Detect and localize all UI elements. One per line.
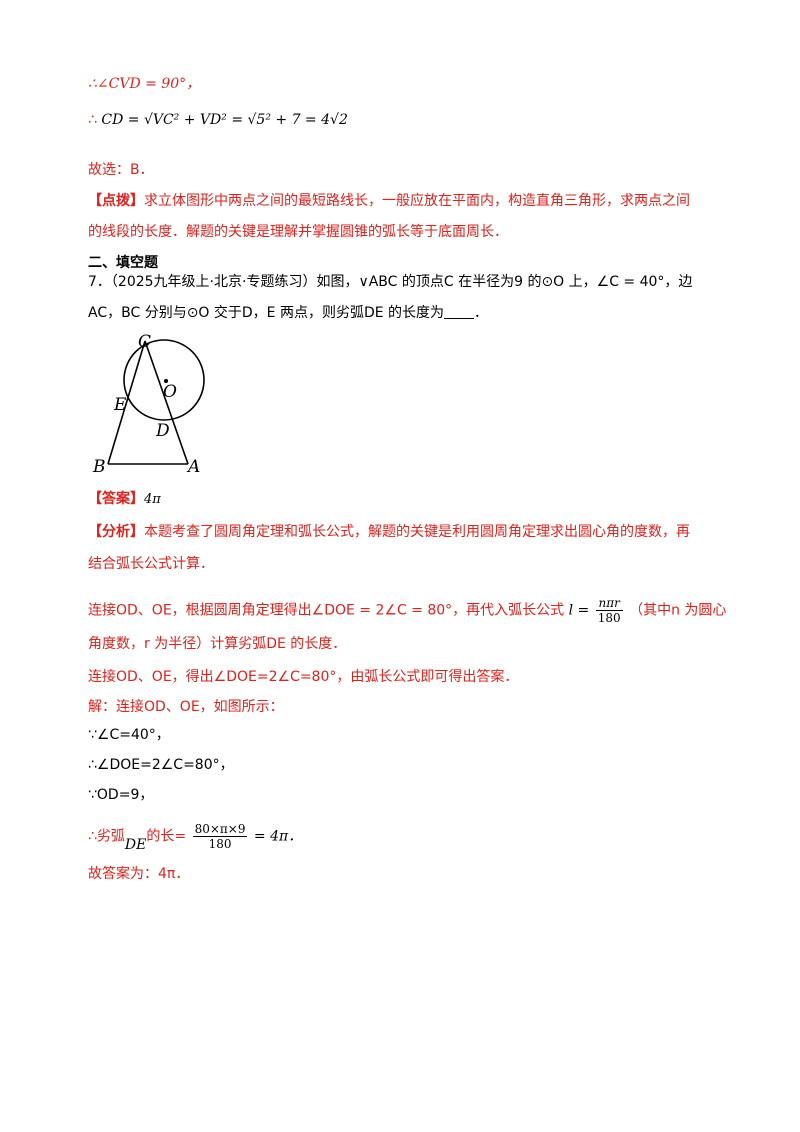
solution-line-5: ∴劣弧DE的长= 80×π×9 180 = 4π． (88, 822, 303, 853)
circle-o (123, 339, 205, 421)
tip-line-1: 【点拨】求立体图形中两点之间的最短路线长，一般应放在平面内，构造直角三角形，求两… (88, 193, 690, 209)
label-a: A (186, 457, 200, 475)
analysis-line-4: 角度数，r 为半径）计算劣弧DE 的长度． (88, 636, 347, 652)
analysis-line-1: 【分析】本题考查了圆周角定理和弧长公式，解题的关键是利用圆周角定理求出圆心角的度… (88, 524, 690, 540)
question-number: 7． (88, 274, 111, 290)
tip-line-2: 的线段的长度．解题的关键是理解并掌握圆锥的弧长等于底面周长． (88, 224, 508, 240)
answer-value: 4π (144, 492, 161, 507)
analysis-tag: 【分析】 (88, 524, 144, 540)
geometry-figure: C O E D B A (92, 332, 205, 475)
solution-line-6: 故答案为：4π． (88, 866, 190, 882)
analysis-line-3: 连接OD、OE，根据圆周角定理得出∠DOE = 2∠C = 80°，再代入弧长公… (88, 596, 727, 625)
center-dot (164, 379, 168, 383)
label-o: O (163, 382, 177, 402)
analysis-line-5: 连接OD、OE，得出∠DOE=2∠C=80°，由弧长公式即可得出答案． (88, 669, 519, 685)
label-c: C (138, 332, 151, 352)
answer-line: 【答案】4π (88, 489, 161, 510)
cd-length-formula: CD = √VC² + VD² = √5² + 7 = 4√2 (101, 112, 348, 128)
solution-line-1: 解：连接OD、OE，如图所示： (88, 699, 284, 715)
prev-solution-line-1: ∴∠CVD = 90°， (88, 76, 201, 92)
label-e: E (113, 395, 127, 415)
solution-fraction: 80×π×9 180 (192, 822, 248, 851)
solution-line-4: ∵OD=9， (88, 787, 154, 803)
segment-cb (107, 340, 146, 465)
tip-tag: 【点拨】 (88, 193, 144, 209)
question-line-1: 7．（2025九年级上·北京·专题练习）如图，∨ABC 的顶点C 在半径为9 的… (88, 274, 693, 290)
section-title: 二、填空题 (88, 255, 158, 271)
label-b: B (92, 457, 106, 475)
question-source: （2025九年级上·北京·专题练习） (110, 274, 317, 290)
analysis-line-2: 结合弧长公式计算． (88, 556, 214, 572)
segment-ca (144, 340, 189, 465)
answer-tag: 【答案】 (88, 491, 144, 507)
question-line-2: AC，BC 分别与⊙O 交于D，E 两点，则劣弧DE 的长度为． (88, 304, 489, 321)
label-d: D (155, 421, 170, 441)
answer-blank (444, 304, 475, 319)
prev-solution-choice: 故选：B． (88, 162, 154, 178)
prev-solution-line-2: ∴ CD = √VC² + VD² = √5² + 7 = 4√2 (88, 112, 348, 128)
solution-line-3: ∴∠DOE=2∠C=80°， (88, 757, 234, 773)
solution-line-2: ∵∠C=40°， (88, 727, 170, 743)
arc-de: DE (124, 836, 147, 853)
arc-length-formula: nπr 180 (595, 596, 623, 625)
